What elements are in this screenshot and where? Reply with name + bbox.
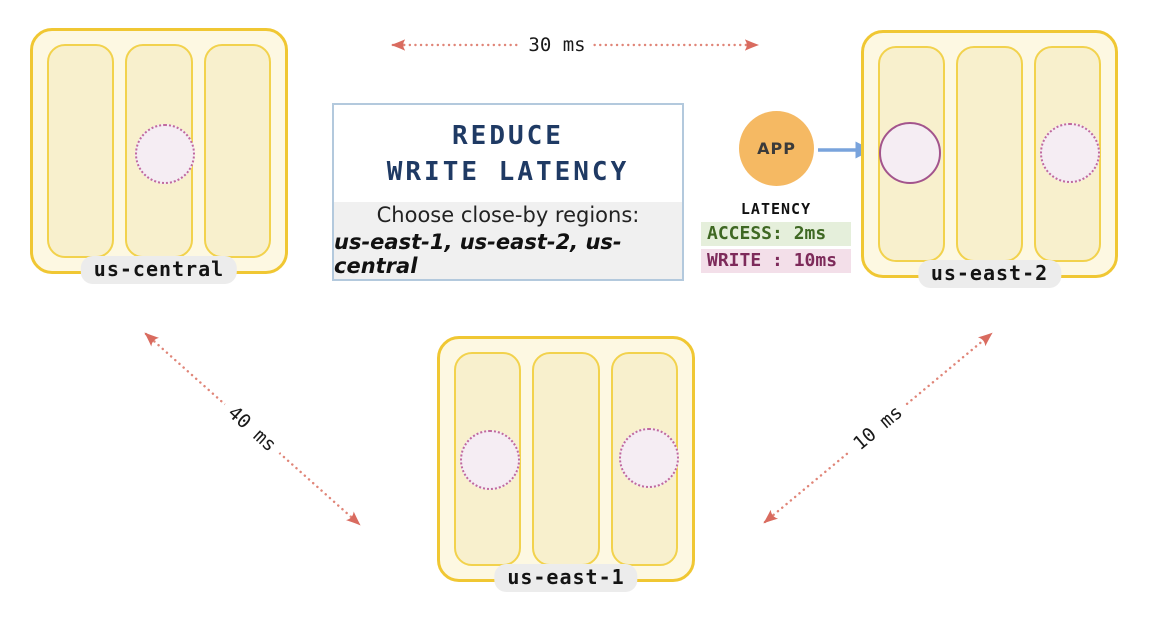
region-label: us-east-2 [917, 260, 1062, 288]
app-label: APP [757, 139, 796, 158]
region-us-east-1: us-east-1 [437, 336, 695, 592]
region-label: us-east-1 [494, 564, 638, 592]
latency-access-badge: ACCESS: 2ms [701, 222, 851, 246]
title-area: REDUCE WRITE LATENCY [334, 105, 682, 202]
app-circle: APP [739, 111, 814, 186]
subtitle-area: Choose close-by regions: us-east-1, us-e… [334, 202, 682, 279]
db-node [47, 44, 115, 258]
latency-panel: LATENCY ACCESS: 2ms WRITE : 10ms [701, 200, 851, 273]
db-node [203, 44, 271, 258]
latency-label-40ms: 40 ms [217, 396, 287, 462]
db-node [532, 352, 600, 566]
regions-list-text: us-east-1, us-east-2, us-central [334, 230, 622, 278]
replica-follower-icon [460, 430, 520, 490]
replica-follower-icon [619, 428, 679, 488]
region-us-east-2: us-east-2 [861, 30, 1118, 288]
region-us-central: us-central [30, 28, 288, 284]
region-label: us-central [80, 256, 238, 284]
latency-write-badge: WRITE : 10ms [701, 249, 851, 273]
subtitle-text: Choose close-by regions: [376, 203, 640, 227]
replica-follower-icon [1040, 123, 1100, 183]
db-node [956, 46, 1023, 262]
title-line-1: REDUCE [452, 120, 564, 151]
title-line-2: WRITE LATENCY [386, 156, 630, 187]
latency-label-10ms: 10 ms [842, 396, 914, 460]
replica-leader-icon [879, 122, 941, 184]
latency-heading: LATENCY [740, 200, 812, 218]
latency-label-30ms: 30 ms [520, 34, 594, 56]
replica-follower-icon [135, 124, 195, 184]
title-box: REDUCE WRITE LATENCY Choose close-by reg… [332, 103, 684, 281]
